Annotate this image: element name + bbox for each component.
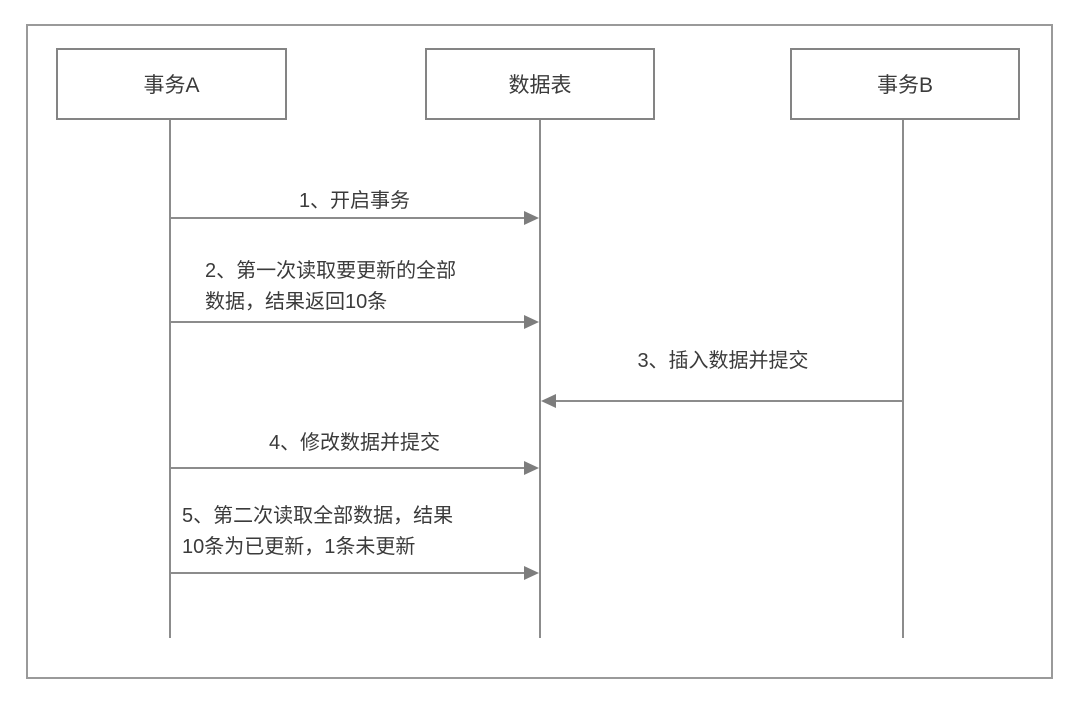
actor-label-transaction-b: 事务B xyxy=(876,74,933,97)
message-3-arrowhead-left-icon xyxy=(541,394,556,408)
message-3-arrow-line xyxy=(556,400,903,402)
actor-box-data-table: 数据表 xyxy=(425,48,655,120)
message-2-text-line-2: 数据，结果返回10条 xyxy=(205,291,388,313)
message-1-arrowhead-right-icon xyxy=(524,211,539,225)
message-4-text: 4、修改数据并提交 xyxy=(268,432,441,454)
message-1-arrow-line xyxy=(170,217,524,219)
actor-label-data-table: 数据表 xyxy=(508,74,572,97)
actor-box-transaction-b: 事务B xyxy=(790,48,1020,120)
message-1-label: 1、开启事务 xyxy=(170,186,539,217)
message-5-text-line-1: 5、第二次读取全部数据，结果 xyxy=(182,505,454,527)
message-2-arrow-line xyxy=(170,321,524,323)
message-5-arrow-line xyxy=(170,572,524,574)
message-2-text-line-1: 2、第一次读取要更新的全部 xyxy=(205,260,457,282)
message-1-text: 1、开启事务 xyxy=(298,190,411,212)
lifeline-transaction-b xyxy=(902,120,904,638)
actor-label-transaction-a: 事务A xyxy=(143,74,200,97)
message-4-arrow-line xyxy=(170,467,524,469)
message-4-arrowhead-right-icon xyxy=(524,461,539,475)
message-3-text: 3、插入数据并提交 xyxy=(637,350,809,372)
message-3-label: 3、插入数据并提交 xyxy=(543,346,903,377)
message-5-label: 5、第二次读取全部数据，结果 10条为已更新，1条未更新 xyxy=(182,501,534,563)
message-5-arrowhead-right-icon xyxy=(524,566,539,580)
message-5-text-line-2: 10条为已更新，1条未更新 xyxy=(182,536,416,558)
actor-box-transaction-a: 事务A xyxy=(56,48,287,120)
message-2-label: 2、第一次读取要更新的全部 数据，结果返回10条 xyxy=(205,256,539,318)
message-2-arrowhead-right-icon xyxy=(524,315,539,329)
lifeline-data-table xyxy=(539,120,541,638)
message-4-label: 4、修改数据并提交 xyxy=(170,428,539,459)
lifeline-transaction-a xyxy=(169,120,171,638)
